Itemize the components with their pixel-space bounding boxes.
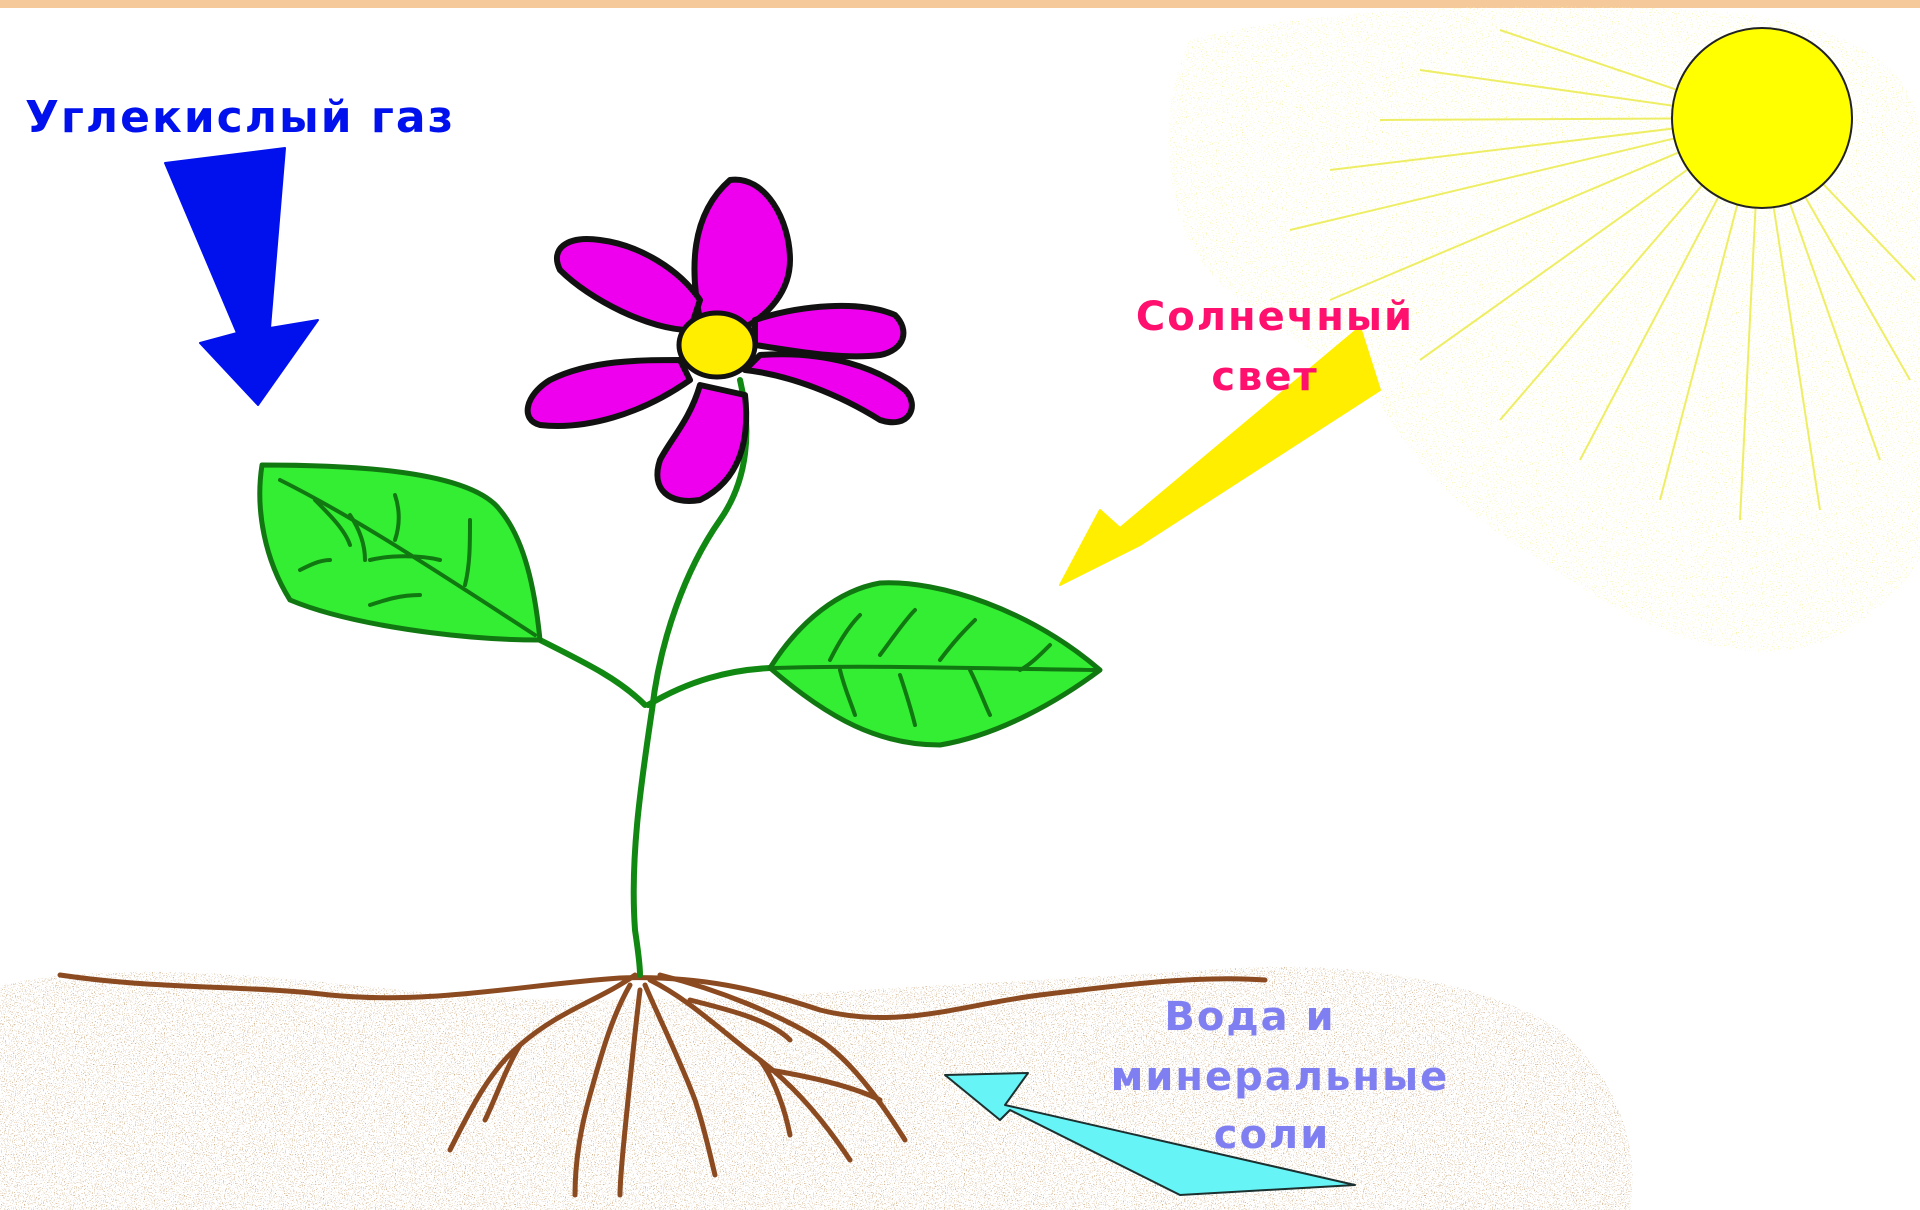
- right-leaf: [770, 583, 1100, 745]
- sunlight-label-line2: свет: [1211, 354, 1318, 400]
- petal: [557, 239, 700, 330]
- petal: [528, 360, 690, 426]
- left-leaf: [260, 465, 540, 640]
- co2-label: Углекислый газ: [25, 92, 455, 143]
- petal: [755, 306, 903, 356]
- petal: [745, 354, 912, 422]
- flower-center: [679, 313, 755, 377]
- sunlight-label-line1: Солнечный: [1136, 294, 1414, 340]
- water-label-line2: минеральные: [1111, 1054, 1450, 1100]
- top-border: [0, 0, 1920, 8]
- water-label-line1: Вода и: [1164, 994, 1335, 1040]
- sun: [1672, 28, 1852, 208]
- co2-arrow: [165, 148, 318, 405]
- petal: [694, 180, 790, 330]
- water-label-line3: соли: [1214, 1112, 1331, 1158]
- petal: [657, 385, 746, 501]
